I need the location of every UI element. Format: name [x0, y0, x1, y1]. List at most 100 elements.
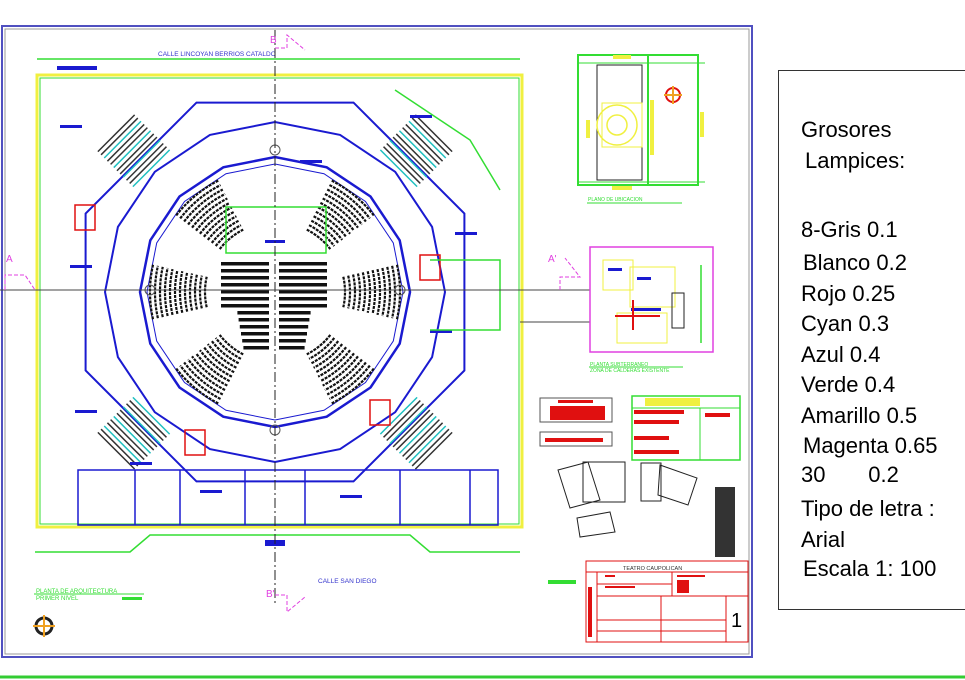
seat-row [221, 283, 269, 287]
seat-row [386, 266, 392, 318]
stair-step [113, 130, 152, 169]
seat-row [242, 339, 269, 343]
seat-row [279, 269, 327, 273]
street-label-bottom: CALLE SAN DIEGO [318, 578, 377, 585]
line-weight-legend: Grosores Lampices: 8-Gris 0.1 Blanco 0.2… [778, 70, 965, 610]
room-label-bar [300, 160, 322, 163]
stair-step [119, 409, 158, 448]
plan-title: PLANTA DE ARQUITECTURA [36, 589, 117, 595]
legend-font-value: Arial [801, 527, 846, 552]
stair-detail [369, 399, 391, 426]
seat-row [203, 276, 208, 308]
section-mark-b-bottom: B' [266, 589, 306, 614]
legend-item: Azul 0.4 [801, 342, 881, 367]
stair-step [122, 139, 161, 178]
room-label-bar [430, 330, 452, 333]
basement-title: PLANTA SUBTERRANEO [590, 362, 648, 368]
seat-row [306, 334, 332, 356]
seat-row [279, 325, 309, 329]
stair-step [106, 123, 145, 162]
stair-detail [74, 204, 96, 231]
seat-row [328, 364, 371, 400]
seat-row [322, 197, 359, 229]
seat-row [191, 355, 228, 387]
seat-row [191, 197, 228, 229]
seat-row [221, 262, 269, 266]
legend-item: 30 0.2 [801, 462, 899, 487]
basement-subtitle: ZONA DE CALDERAS EXISTENTE [590, 368, 670, 374]
stair-step [125, 142, 164, 181]
stair-step [125, 403, 164, 442]
stair-step [392, 409, 431, 448]
stair-step [411, 428, 450, 467]
seat-row [183, 188, 224, 223]
seat-row [347, 275, 352, 309]
stair-step [132, 396, 171, 435]
stair-step [405, 123, 444, 162]
seat-row [324, 358, 363, 391]
svg-text:A': A' [548, 254, 557, 265]
stair-step [106, 422, 145, 461]
seat-row [179, 184, 222, 220]
stair-step [386, 403, 425, 442]
seat-row [206, 343, 237, 369]
seat-row [308, 224, 336, 247]
hall-wall [138, 155, 412, 429]
front-lobby [77, 469, 499, 526]
seat-row [195, 352, 231, 383]
legend-subtitle: Lampices: [805, 148, 906, 173]
stair-step [383, 146, 421, 184]
seat-row [199, 349, 233, 378]
seat-row [183, 361, 224, 396]
project-title: TEATRO CAUPOLICAN [623, 566, 682, 572]
seat-row [238, 318, 269, 322]
seat-row [218, 228, 244, 250]
stair-step [405, 422, 444, 461]
section-mark-a-left: A [4, 254, 36, 291]
seat-row [221, 269, 269, 273]
seat-row [319, 352, 355, 383]
stair-step [110, 419, 148, 457]
outer-wall [84, 101, 466, 483]
street-label-top: CALLE LINCOYAN BERRIOS CATALDO [158, 51, 276, 58]
legend-item: Blanco 0.2 [803, 250, 907, 275]
street-line-bottom [35, 534, 520, 553]
seat-row [342, 276, 347, 308]
label-bar [57, 66, 97, 70]
seat-row [310, 340, 340, 365]
room-label-bar [455, 232, 477, 235]
seat-row [221, 290, 269, 294]
seat-row [279, 290, 327, 294]
svg-text:A: A [6, 254, 13, 265]
svg-text:B: B [270, 35, 277, 46]
legend-font-label: Tipo de letra : [801, 496, 935, 521]
north-arrow-icon [33, 615, 55, 637]
plan-subtitle: PRIMER NIVEL [36, 596, 79, 602]
sheet-number: 1 [731, 610, 742, 632]
stair-step [395, 412, 434, 451]
seat-row [279, 311, 311, 315]
seat-row [210, 219, 240, 244]
seat-row [221, 297, 269, 301]
stair-step [129, 146, 167, 184]
seat-row [317, 206, 351, 235]
seat-row [361, 272, 367, 312]
legend-item: 8-Gris 0.1 [801, 217, 898, 242]
seat-row [188, 273, 194, 311]
stair-step [116, 133, 155, 172]
stair-step [392, 136, 431, 175]
stair-step [116, 412, 155, 451]
seat-row [153, 265, 159, 319]
stair-step [110, 127, 148, 165]
seat-row [319, 201, 355, 232]
stair-step [411, 117, 450, 156]
seat-row [356, 273, 362, 311]
stair-detail [184, 429, 206, 456]
seat-row [395, 264, 402, 320]
seat-row [221, 304, 269, 308]
site-boundary [35, 73, 524, 529]
seat-row [317, 349, 351, 378]
seat-row [148, 264, 155, 320]
seat-row [168, 268, 174, 316]
